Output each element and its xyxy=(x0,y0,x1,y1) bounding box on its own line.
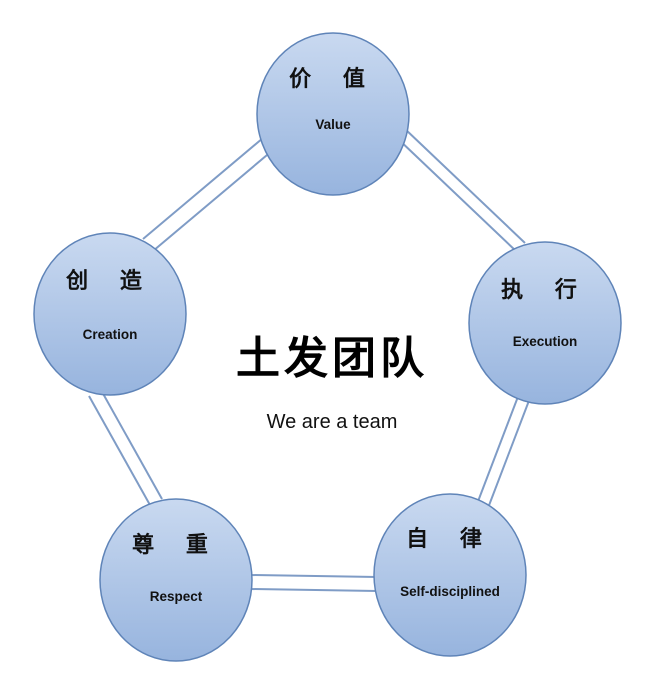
node-respect: 尊 重 Respect xyxy=(99,498,253,662)
node-circle xyxy=(373,493,527,657)
node-value: 价 值 Value xyxy=(256,32,410,196)
node-label-cn: 尊 重 xyxy=(132,532,220,558)
node-label-en: Respect xyxy=(150,589,203,604)
connector-execution-self-disciplined xyxy=(476,393,531,509)
node-circle xyxy=(33,232,187,396)
node-label-cn: 执 行 xyxy=(501,277,589,303)
node-label-cn: 创 造 xyxy=(65,268,154,294)
node-label-en: Value xyxy=(315,117,351,132)
node-creation: 创 造 Creation xyxy=(33,232,187,396)
connectors xyxy=(88,127,531,592)
connector-respect-creation xyxy=(88,389,163,506)
node-circle xyxy=(99,498,253,662)
connector-self-disciplined-respect xyxy=(250,574,378,592)
node-label-en: Self-disciplined xyxy=(400,584,500,599)
node-self-disciplined: 自 律 Self-disciplined xyxy=(373,493,527,657)
node-circle xyxy=(468,241,622,405)
node-label-en: Creation xyxy=(83,327,138,342)
node-label-en: Execution xyxy=(513,334,578,349)
node-label-cn: 自 律 xyxy=(406,526,494,552)
node-execution: 执 行 Execution xyxy=(468,241,622,405)
connector-creation-value xyxy=(142,137,274,252)
center-subtitle: We are a team xyxy=(267,411,398,433)
center-title: 土发团队 xyxy=(236,333,428,384)
node-label-cn: 价 值 xyxy=(289,66,377,92)
node-circle xyxy=(256,32,410,196)
connector-value-execution xyxy=(395,127,526,253)
